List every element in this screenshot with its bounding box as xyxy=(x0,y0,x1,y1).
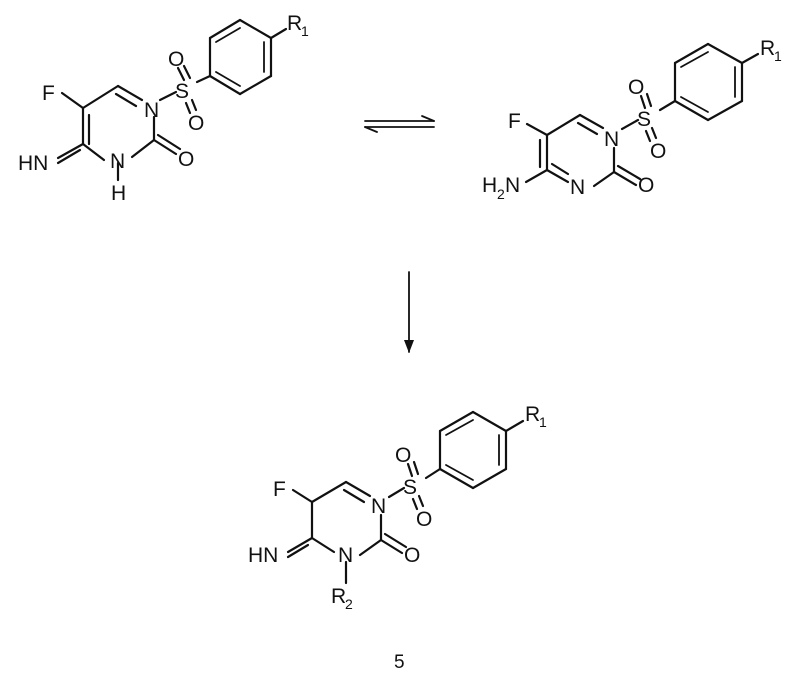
r1-substituent: R xyxy=(760,37,775,60)
sulfonyl-oxygen-top: O xyxy=(628,76,644,99)
r1-subscript: 1 xyxy=(774,48,782,64)
imine-nh-group: HN xyxy=(18,152,48,175)
ring-nitrogen-3: N xyxy=(338,544,353,567)
structure-product: F N S O O HN N O R 2 R 1 xyxy=(248,403,547,612)
amino-group-n: N xyxy=(505,174,520,197)
ring-nitrogen-1: N xyxy=(604,128,619,151)
sulfonyl-oxygen-bottom: O xyxy=(188,112,204,135)
compound-label: 5 xyxy=(394,652,405,673)
amino-group-subscript: 2 xyxy=(497,186,505,202)
fluorine-atom: F xyxy=(42,82,55,105)
sulfonyl-oxygen-bottom: O xyxy=(650,140,666,163)
ring-nitrogen-3: N xyxy=(110,150,125,173)
structure-imino-tautomer: F N S O O HN N H O R 1 xyxy=(18,12,309,205)
carbonyl-oxygen: O xyxy=(178,148,194,171)
structure-amino-tautomer: F N S O O N O H 2 N R 1 xyxy=(482,37,782,202)
amino-group-h: H xyxy=(482,174,497,197)
equilibrium-arrows xyxy=(364,115,435,133)
sulfonyl-oxygen-top: O xyxy=(168,48,184,71)
fluorine-atom: F xyxy=(273,478,286,501)
sulfonyl-oxygen-bottom: O xyxy=(416,508,432,531)
sulfur-atom: S xyxy=(403,476,417,499)
r1-substituent: R xyxy=(287,12,302,35)
nh-hydrogen: H xyxy=(111,182,126,205)
reaction-arrow xyxy=(404,271,414,353)
fluorine-atom: F xyxy=(508,110,521,133)
r1-substituent: R xyxy=(525,403,540,426)
sulfur-atom: S xyxy=(637,108,651,131)
sulfonyl-oxygen-top: O xyxy=(395,444,411,467)
carbonyl-oxygen: O xyxy=(404,544,420,567)
imine-nh-group: HN xyxy=(248,544,278,567)
r2-substituent: R xyxy=(331,585,346,608)
ring-nitrogen-3: N xyxy=(570,176,585,199)
ring-nitrogen-1: N xyxy=(371,495,386,518)
r2-subscript: 2 xyxy=(345,596,353,612)
sulfur-atom: S xyxy=(175,80,189,103)
carbonyl-oxygen: O xyxy=(638,174,654,197)
r1-subscript: 1 xyxy=(301,23,309,39)
r1-subscript: 1 xyxy=(539,414,547,430)
ring-nitrogen-1: N xyxy=(144,99,159,122)
